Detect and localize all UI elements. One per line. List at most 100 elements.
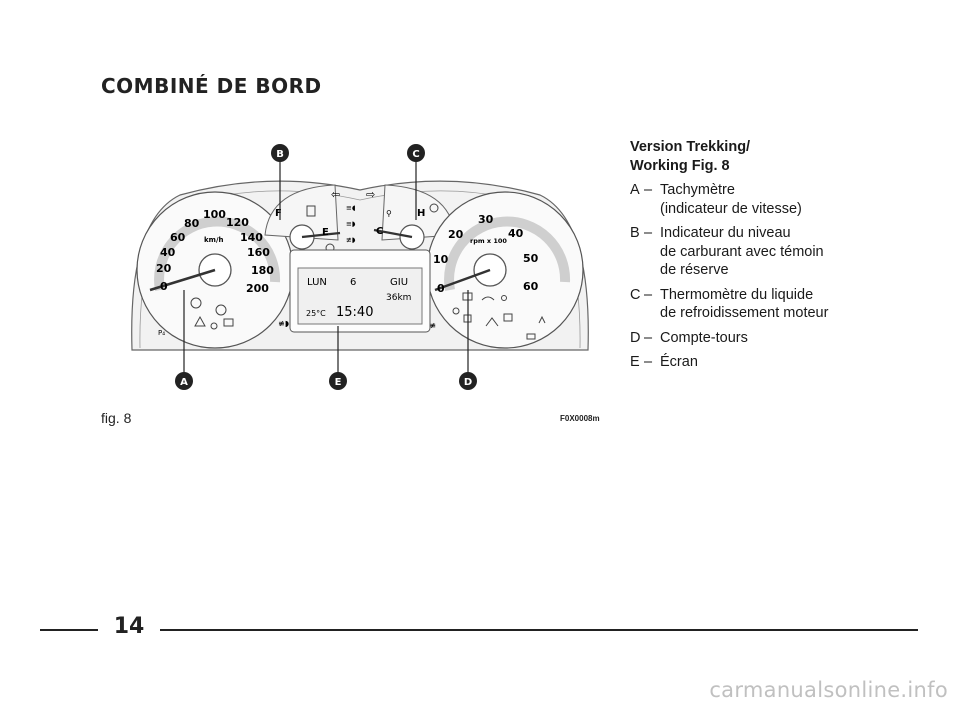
turn-left-icon: ⇦	[331, 188, 340, 201]
turn-right-icon: ⇨	[366, 188, 375, 201]
legend-line: de refroidissement moteur	[660, 305, 829, 321]
instrument-cluster-drawing: 0 20 40 60 80 100 120 140 160 180 200 km…	[131, 144, 589, 390]
legend-line: (indicateur de vitesse)	[660, 200, 802, 217]
tachometer-needle	[434, 268, 491, 292]
fuel-gauge-needle	[301, 231, 341, 239]
figure-code: F0X0008m	[560, 414, 600, 423]
fuel-pump-icon	[306, 205, 316, 217]
temp-gauge-needle	[373, 228, 413, 239]
coolant-temperature-gauge: C H ⚲	[373, 184, 456, 250]
legend-dash: –	[644, 225, 653, 241]
legend-version-line: Working Fig. 8	[630, 157, 730, 174]
callout-a-badge	[175, 372, 193, 390]
callout-b-badge	[271, 144, 289, 162]
lcd-odometer: 36km	[386, 293, 411, 303]
lcd-time: 15:40	[336, 305, 373, 320]
low-beam-icon: ≡◗	[346, 220, 356, 228]
indicator-lamp-icon	[429, 203, 439, 213]
door-open-icon	[223, 318, 234, 327]
temp-cold-label: C	[376, 226, 383, 237]
legend-dash: –	[644, 286, 653, 303]
legend-item-description: Écran	[660, 353, 698, 372]
legend-item-letter: B	[630, 225, 640, 241]
legend-line: Thermomètre du liquide	[660, 286, 814, 303]
legend-item-description: Compte-tours	[660, 329, 748, 348]
speedo-label-0: 0	[160, 280, 168, 293]
engine-fault-icon	[452, 307, 460, 315]
speedo-label-120: 120	[226, 216, 249, 229]
lcd-month: GIU	[390, 277, 408, 288]
legend-item: E– Écran	[630, 353, 930, 372]
legend-list: A– Tachymètre (indicateur de vitesse) B–…	[630, 181, 930, 372]
speedo-label-40: 40	[160, 246, 176, 259]
figure-label: fig. 8	[101, 410, 132, 426]
speedometer-needle	[149, 268, 216, 292]
tacho-label-0: 0	[437, 282, 445, 295]
legend-dash: –	[644, 354, 653, 370]
speedo-label-20: 20	[156, 262, 172, 275]
figure-legend: Version Trekking/ Working Fig. 8 A– Tach…	[630, 138, 930, 378]
legend-item: D– Compte-tours	[630, 329, 930, 348]
legend-item-description: Tachymètre (indicateur de vitesse)	[660, 181, 802, 218]
footer-rule-right	[160, 629, 918, 631]
callout-d-badge	[459, 372, 477, 390]
oil-pressure-icon	[481, 296, 495, 301]
legend-item: C– Thermomètre du liquide de refroidisse…	[630, 286, 930, 323]
lcd-temperature: 25°C	[306, 309, 326, 318]
tacho-unit: rpm x 100	[470, 237, 507, 245]
watermark: carmanualsonline.info	[709, 678, 948, 702]
hazard-warning-icon	[194, 315, 206, 327]
brake-warning-icon	[190, 297, 202, 309]
footer-rule-left	[40, 629, 98, 631]
speedo-label-60: 60	[170, 231, 186, 244]
abs-warning-icon	[215, 304, 227, 316]
callout-a-letter: A	[180, 377, 188, 388]
fuel-gauge-face	[264, 184, 339, 241]
legend-dash: –	[644, 182, 653, 198]
tachometer: 0 10 20 30 40 50 60 rpm x 100	[426, 191, 584, 349]
fuel-full-label: F	[275, 208, 282, 219]
callout-c-letter: C	[412, 149, 419, 160]
legend-item-letter: A	[630, 182, 640, 198]
lcd-day: LUN	[307, 277, 327, 288]
legend-line: Compte-tours	[660, 329, 748, 346]
dpf-icon	[526, 333, 536, 340]
legend-item-description: Thermomètre du liquide de refroidissemen…	[660, 286, 828, 323]
legend-item-letter: E	[630, 354, 640, 370]
front-fog-lamp-icon: ≢◗	[278, 319, 289, 328]
legend-line: de carburant avec témoin	[660, 243, 824, 260]
legend-line: Écran	[660, 354, 698, 370]
coolant-icon: ⚲	[386, 209, 392, 218]
speedometer-tick-band	[154, 216, 281, 291]
parking-brake-label-icon: P₄	[158, 329, 165, 337]
airbag-icon	[485, 317, 499, 327]
fuel-gauge: F E	[264, 184, 341, 250]
page-number: 14	[113, 614, 145, 639]
tacho-label-10: 10	[433, 253, 449, 266]
callout-d-letter: D	[464, 377, 472, 388]
instrument-cluster-figure: 0 20 40 60 80 100 120 140 160 180 200 km…	[120, 130, 600, 410]
legend-item: A– Tachymètre (indicateur de vitesse)	[630, 181, 930, 218]
legend-item-description: Indicateur du niveau de carburant avec t…	[660, 224, 824, 280]
legend-item-letter: D	[630, 329, 641, 346]
callout-e-letter: E	[335, 377, 342, 388]
legend-line: Tachymètre	[660, 182, 735, 198]
page-title: COMBINÉ DE BORD	[101, 74, 322, 98]
front-fog-icon: ≢◗	[346, 236, 356, 244]
water-in-fuel-icon	[503, 313, 513, 322]
tacho-label-50: 50	[523, 252, 539, 265]
sidelights-icon	[210, 322, 218, 330]
legend-dash: –	[644, 329, 653, 346]
fuel-empty-label: E	[322, 227, 329, 238]
legend-version-heading: Version Trekking/ Working Fig. 8	[630, 138, 930, 175]
tacho-label-30: 30	[478, 213, 494, 226]
legend-line: de réserve	[660, 262, 729, 278]
speedo-label-80: 80	[184, 217, 200, 230]
lcd-screen	[297, 267, 423, 325]
speedo-label-140: 140	[240, 231, 263, 244]
rear-fog-icon	[538, 315, 546, 324]
speedo-label-200: 200	[246, 282, 269, 295]
high-beam-icon: ≡◖	[346, 204, 356, 212]
glow-plug-icon	[501, 295, 507, 301]
speedo-label-160: 160	[247, 246, 270, 259]
